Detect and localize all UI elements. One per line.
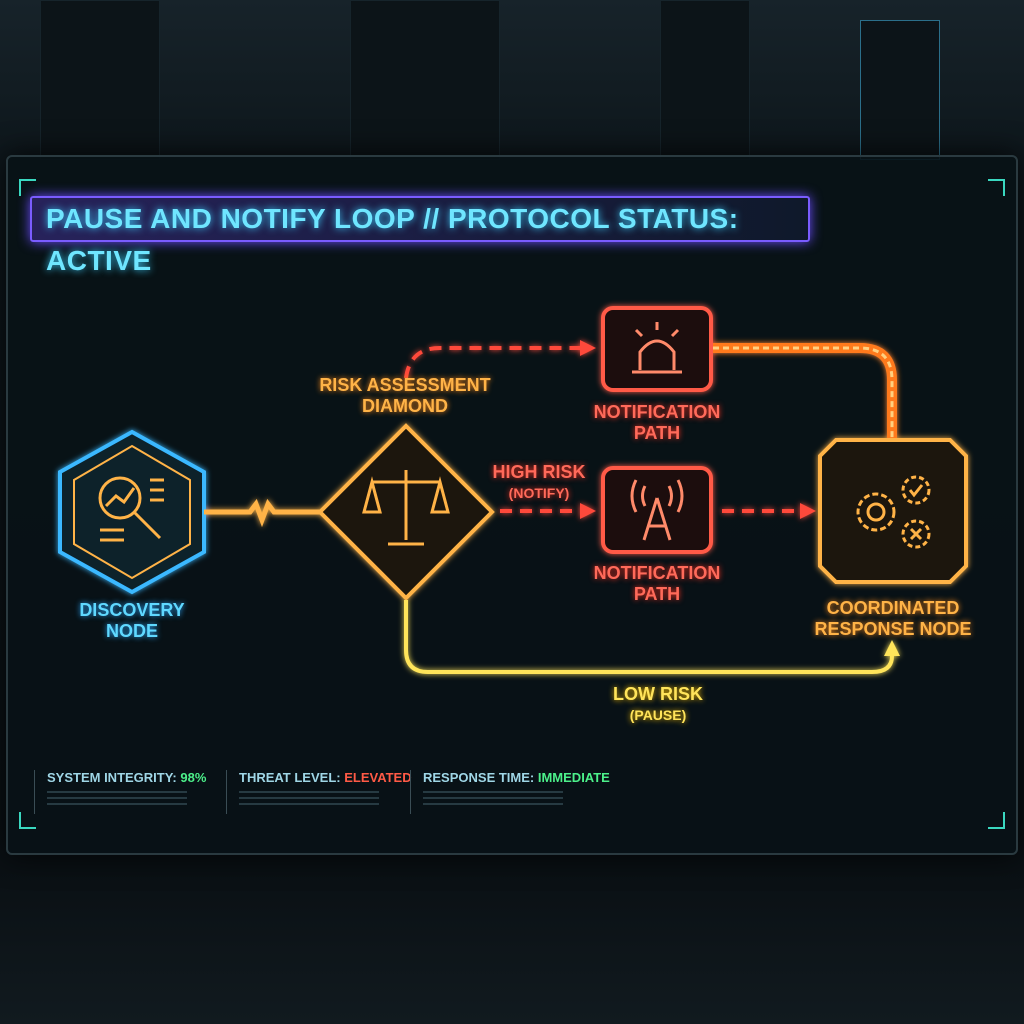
high-risk-label: HIGH RISK (NOTIFY) xyxy=(480,462,598,504)
top-notification-to-response-pipe xyxy=(713,343,897,440)
label-line: RESPONSE NODE xyxy=(814,619,972,639)
discovery-node xyxy=(58,429,206,595)
status-detail-lines xyxy=(423,791,563,809)
label-line: NODE xyxy=(105,621,158,641)
low-risk-path xyxy=(404,600,894,674)
magnifier-chart-icon xyxy=(98,476,164,542)
notification-top-label: NOTIFICATION PATH xyxy=(577,402,737,444)
label-line: DISCOVERY xyxy=(79,600,185,620)
risk-to-top-notification-arrow xyxy=(404,346,582,379)
discovery-to-risk-connector xyxy=(204,498,322,528)
label-line: NOTIFICATION xyxy=(593,402,721,422)
status-value: 98% xyxy=(180,770,207,785)
page-title: PAUSE AND NOTIFY LOOP // PROTOCOL STATUS… xyxy=(30,196,810,276)
notification-mid-label: NOTIFICATION PATH xyxy=(577,563,737,605)
status-label: THREAT LEVEL: xyxy=(239,770,345,785)
status-detail-lines xyxy=(239,791,379,809)
response-node-label: COORDINATED RESPONSE NODE xyxy=(800,598,986,640)
status-label: SYSTEM INTEGRITY: xyxy=(47,770,181,785)
label-line: NOTIFICATION xyxy=(593,563,721,583)
label-line: DIAMOND xyxy=(362,396,448,416)
radio-tower-icon xyxy=(630,479,684,541)
notification-mid-box xyxy=(601,466,713,554)
label-line: (PAUSE) xyxy=(629,707,687,723)
label-line: HIGH RISK xyxy=(492,462,586,482)
status-value: IMMEDIATE xyxy=(537,770,610,785)
label-line: PATH xyxy=(633,584,681,604)
scales-icon xyxy=(362,470,450,546)
notification-top-box xyxy=(601,306,713,392)
siren-icon xyxy=(632,322,682,374)
status-value: ELEVATED xyxy=(344,770,412,785)
gears-icon xyxy=(856,475,931,549)
status-detail-lines xyxy=(47,791,187,809)
low-risk-label: LOW RISK (PAUSE) xyxy=(588,684,728,726)
label-line: LOW RISK xyxy=(613,684,703,704)
status-threat-level: THREAT LEVEL: ELEVATED xyxy=(226,770,412,814)
label-line: (NOTIFY) xyxy=(508,485,570,501)
risk-assessment-label: RISK ASSESSMENT DIAMOND xyxy=(300,375,510,417)
label-line: PATH xyxy=(633,423,681,443)
status-response-time: RESPONSE TIME: IMMEDIATE xyxy=(410,770,610,814)
status-label: RESPONSE TIME: xyxy=(423,770,538,785)
discovery-node-label: DISCOVERY NODE xyxy=(62,600,202,642)
label-line: COORDINATED xyxy=(826,598,960,618)
label-line: RISK ASSESSMENT xyxy=(319,375,491,395)
status-system-integrity: SYSTEM INTEGRITY: 98% xyxy=(34,770,206,814)
